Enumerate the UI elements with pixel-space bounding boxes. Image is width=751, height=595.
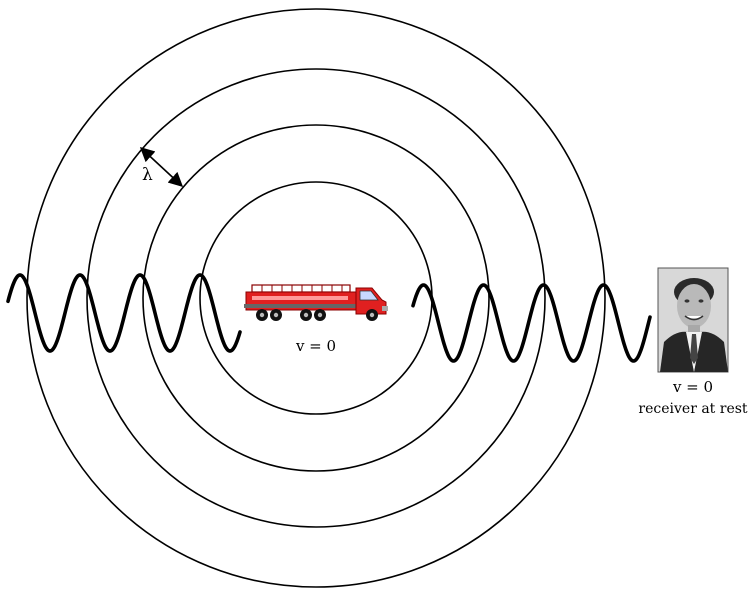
- wavefront-circles: [26, 8, 606, 588]
- receiver-caption: receiver at rest: [638, 401, 748, 417]
- wave-left: [6, 273, 242, 353]
- wavefront-4: [26, 8, 606, 588]
- source-velocity-label: v = 0: [295, 337, 336, 355]
- receiver-portrait-icon: [657, 267, 729, 373]
- receiver-velocity-label: v = 0: [672, 378, 713, 396]
- wavelength-label: λ: [142, 165, 153, 185]
- fire-truck-icon: [244, 284, 388, 321]
- wavefront-2: [142, 124, 490, 472]
- wavelength-arrow: [139, 147, 184, 187]
- wave-right: [411, 283, 652, 363]
- wavelength-indicator: λ: [139, 147, 184, 187]
- wavefront-3: [86, 68, 546, 528]
